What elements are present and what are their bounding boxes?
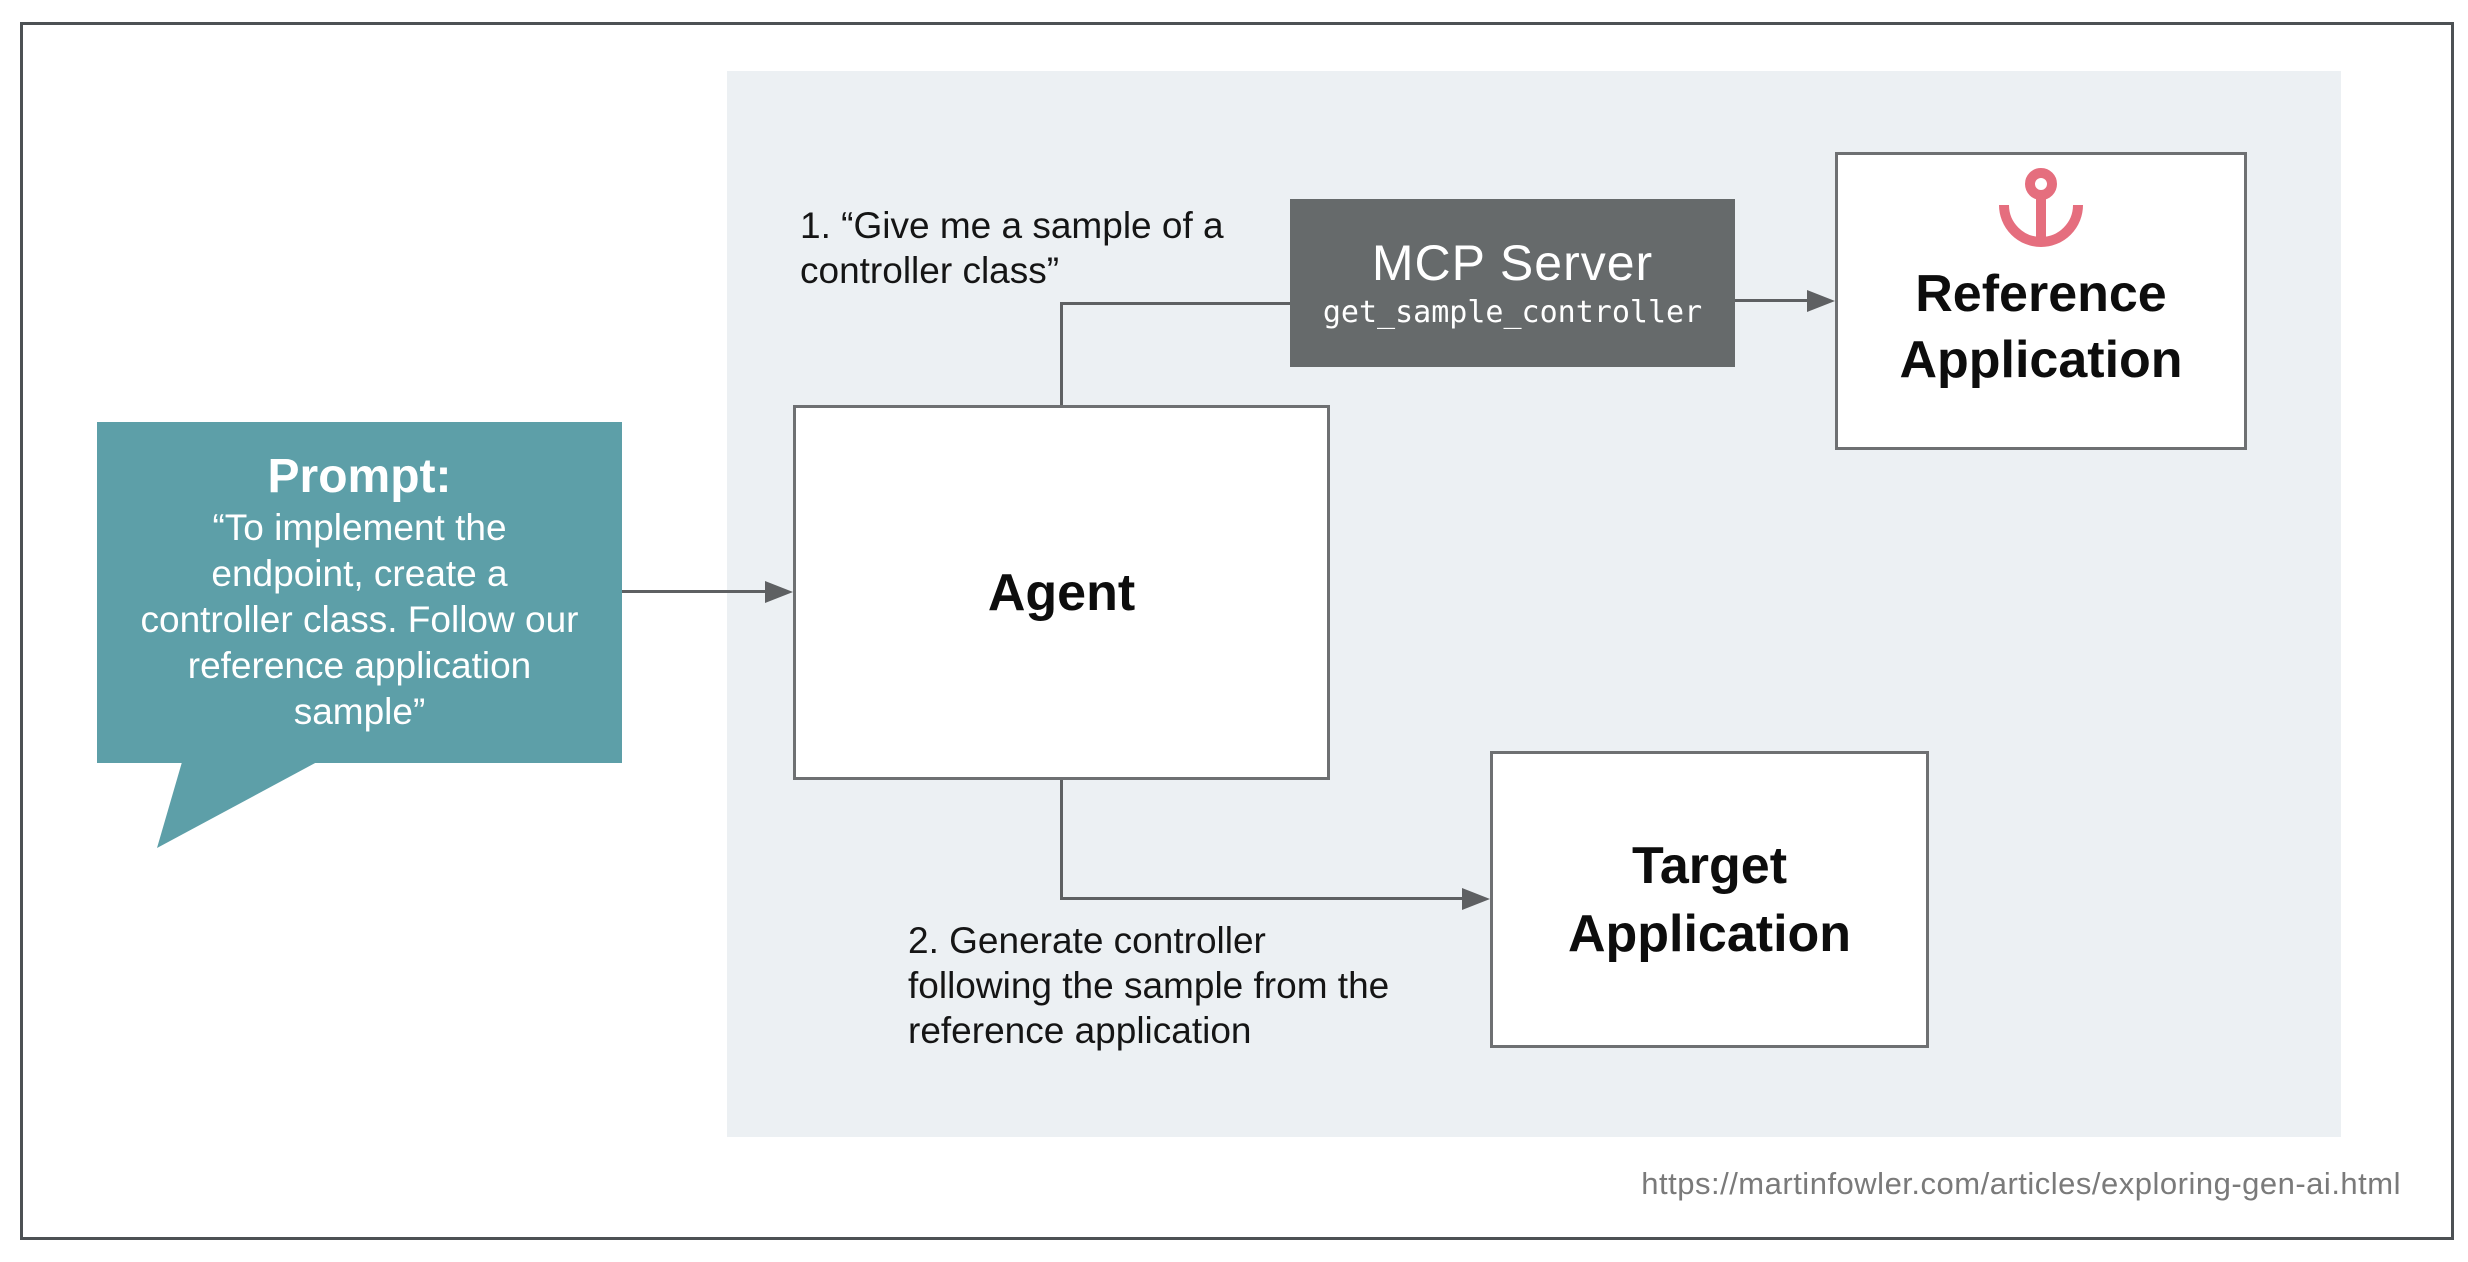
step1-line: controller class” xyxy=(800,250,1060,291)
prompt-speech-bubble: Prompt: “To implement the endpoint, crea… xyxy=(97,422,622,763)
target-application-box: Target Application xyxy=(1490,751,1929,1048)
mcp-tool-name: get_sample_controller xyxy=(1322,295,1703,330)
connector-agent-to-mcp-horizontal xyxy=(1060,302,1290,305)
arrowhead-into-target xyxy=(1462,888,1490,910)
reference-application-label: Reference Application xyxy=(1899,261,2182,393)
step2-line: following the sample from the xyxy=(908,965,1390,1006)
agent-box: Agent xyxy=(793,405,1330,780)
step2-line: reference application xyxy=(908,1010,1252,1051)
target-label-line: Target xyxy=(1631,836,1788,895)
agent-label: Agent xyxy=(987,563,1136,622)
target-label-line: Application xyxy=(1567,904,1852,963)
anchor-icon xyxy=(1999,168,2083,247)
step2-line: 2. Generate controller xyxy=(908,920,1266,961)
arrowhead-into-agent xyxy=(765,581,793,603)
prompt-body-line: reference application xyxy=(187,645,532,686)
prompt-body-line: endpoint, create a xyxy=(211,553,508,594)
connector-agent-to-target-horizontal xyxy=(1060,897,1462,900)
source-url: https://martinfowler.com/articles/explor… xyxy=(1641,1166,2401,1201)
prompt-body-line: controller class. Follow our xyxy=(140,599,579,640)
reference-label-line: Reference xyxy=(1915,265,2167,323)
arrowhead-into-reference xyxy=(1807,290,1835,312)
connector-agent-to-mcp-vertical xyxy=(1060,302,1063,405)
prompt-body-line: “To implement the xyxy=(212,507,507,548)
reference-application-box: Reference Application xyxy=(1835,152,2247,450)
step1-line: 1. “Give me a sample of a xyxy=(800,205,1224,246)
prompt-body-line: sample” xyxy=(293,691,426,732)
step2-label: 2. Generate controller following the sam… xyxy=(908,918,1468,1053)
connector-prompt-to-agent xyxy=(622,590,765,593)
prompt-title: Prompt: xyxy=(267,450,452,503)
mcp-server-title: MCP Server xyxy=(1371,235,1654,291)
mcp-server-box: MCP Server get_sample_controller xyxy=(1290,199,1735,367)
connector-agent-to-target-vertical xyxy=(1060,780,1063,900)
reference-label-line: Application xyxy=(1899,331,2183,389)
step1-label: 1. “Give me a sample of a controller cla… xyxy=(800,203,1310,293)
connector-mcp-to-reference xyxy=(1735,299,1807,302)
